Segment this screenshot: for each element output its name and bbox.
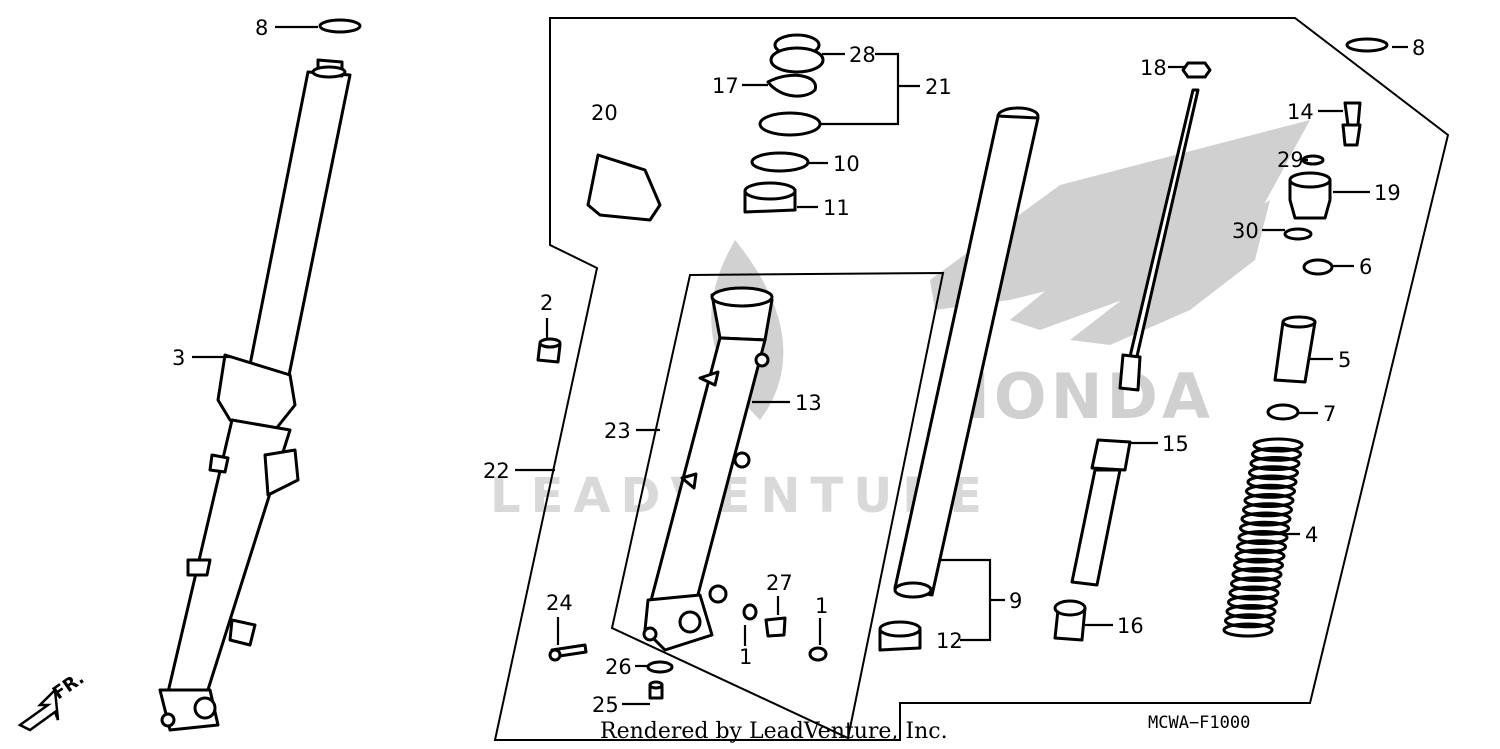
snap-ring-right <box>1345 37 1389 53</box>
callout-30: 30 <box>1232 219 1259 243</box>
spring-coil <box>1233 557 1284 573</box>
callout-2: 2 <box>540 291 553 315</box>
seal-stack <box>743 33 825 214</box>
callout-27: 27 <box>766 571 793 595</box>
spring-coil <box>1237 530 1289 545</box>
callout-13: 13 <box>795 391 822 415</box>
callout-10: 10 <box>833 152 860 176</box>
callout-28: 28 <box>849 43 876 67</box>
fork-pipe-9 <box>893 106 1040 599</box>
fork-slider-13 <box>642 286 774 652</box>
spring-coil <box>1225 604 1277 619</box>
diagram-code: MCWA−F1000 <box>1148 713 1250 733</box>
honda-watermark: HONDA <box>711 120 1310 433</box>
spring-coil <box>1243 493 1295 508</box>
assembly-23-outline <box>610 271 945 740</box>
callout-8-left: 8 <box>255 16 268 40</box>
leader-lines <box>192 25 1408 706</box>
fork-guard-20 <box>586 153 662 222</box>
callout-16: 16 <box>1117 614 1144 638</box>
callout-23: 23 <box>604 419 631 443</box>
callout-19: 19 <box>1374 181 1401 205</box>
callout-18: 18 <box>1140 56 1167 80</box>
callout-8-right: 8 <box>1412 36 1425 60</box>
nut-18 <box>1181 61 1212 79</box>
spring-coil <box>1249 456 1301 471</box>
callout-20: 20 <box>591 101 618 125</box>
arrow-icon <box>17 687 60 732</box>
spring-coil <box>1252 437 1304 453</box>
spring-coil <box>1227 594 1278 610</box>
spring-coil <box>1245 483 1296 499</box>
callout-3: 3 <box>172 346 185 370</box>
spring-coil <box>1240 511 1292 527</box>
callout-5: 5 <box>1338 348 1351 372</box>
damper-rod-15 <box>1070 88 1200 587</box>
spring-coil <box>1246 474 1298 490</box>
spring-coil <box>1231 567 1283 582</box>
callout-15: 15 <box>1162 432 1189 456</box>
oring-30 <box>1283 227 1313 241</box>
honda-watermark-text: HONDA <box>938 360 1214 433</box>
spring-coil <box>1222 622 1274 638</box>
callout-17: 17 <box>712 74 739 98</box>
callout-22: 22 <box>483 459 510 483</box>
seat-7 <box>1266 403 1300 421</box>
callout-6: 6 <box>1359 255 1372 279</box>
spring-coil <box>1251 446 1302 462</box>
spring-coil <box>1236 539 1287 555</box>
spring-coil <box>1242 502 1293 518</box>
spring-coil <box>1224 613 1275 629</box>
spring-coil <box>1230 576 1281 592</box>
callout-numbers: 8 8 3 2 22 20 28 17 21 10 11 23 13 24 27… <box>172 16 1425 717</box>
callout-11: 11 <box>823 196 850 220</box>
callout-9: 9 <box>1009 589 1022 613</box>
callout-4: 4 <box>1305 523 1318 547</box>
callout-12: 12 <box>936 629 963 653</box>
washer-6 <box>1302 258 1334 276</box>
small-hardware <box>548 603 828 700</box>
spring-coil <box>1239 520 1290 536</box>
rendered-by-text: Rendered by LeadVenture, Inc. <box>600 719 948 744</box>
assembly-22-outline <box>493 17 1450 741</box>
bushing-2 <box>536 337 562 364</box>
spring-coil <box>1228 585 1280 601</box>
spring-coil <box>1234 548 1286 564</box>
valve-14 <box>1341 101 1362 147</box>
piece-16 <box>1053 599 1087 642</box>
callout-26: 26 <box>605 655 632 679</box>
fork-spring-4 <box>1222 437 1304 638</box>
callout-25: 25 <box>592 693 619 717</box>
spring-coil <box>1248 465 1299 481</box>
callout-24: 24 <box>546 591 573 615</box>
bushing-12 <box>878 620 922 652</box>
snap-ring-left <box>318 18 362 34</box>
callout-1-right: 1 <box>815 594 828 618</box>
callout-7: 7 <box>1323 402 1336 426</box>
fork-cap-19 <box>1288 171 1332 220</box>
front-direction-arrow: FR. <box>17 668 88 732</box>
callout-21: 21 <box>925 75 952 99</box>
fork-assembly-left <box>158 58 352 732</box>
callout-14: 14 <box>1287 100 1314 124</box>
callout-1-left: 1 <box>739 645 752 669</box>
callout-29: 29 <box>1277 148 1304 172</box>
spacer-5 <box>1273 315 1317 384</box>
leadventure-watermark: LEADVENTURE <box>490 468 992 524</box>
